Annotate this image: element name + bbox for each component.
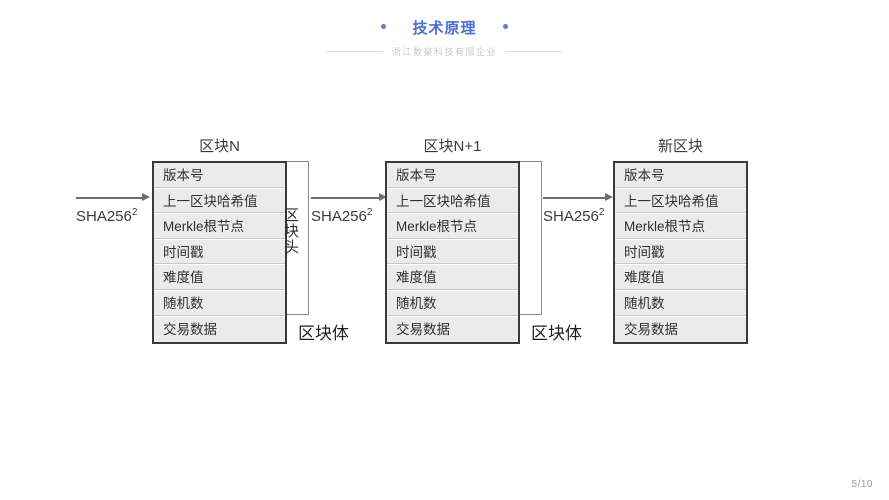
block-row[interactable]: Merkle根节点: [387, 214, 518, 240]
subtitle-row: 浙江数豪科技有限企业: [0, 45, 889, 58]
block-header-bracket-label-0: 区块头: [282, 207, 299, 255]
arrow-label-exponent: 2: [598, 207, 605, 218]
block-row[interactable]: 版本号: [615, 163, 746, 189]
block-header-bracket-0: [287, 161, 309, 315]
block-row[interactable]: 交易数据: [387, 316, 518, 343]
arrow-head-icon: [142, 193, 150, 202]
block-row[interactable]: 随机数: [154, 290, 285, 317]
arrow-label-exponent: 2: [366, 207, 373, 218]
block-title-1: 区块N+1: [423, 138, 482, 155]
block-card-2[interactable]: 新区块 版本号 上一区块哈希值 Merkle根节点 时间戳 难度值 随机数 交易…: [613, 138, 748, 345]
block-rows-1: 版本号 上一区块哈希值 Merkle根节点 时间戳 难度值 随机数 交易数据: [385, 161, 520, 345]
arrow-line: [543, 197, 605, 199]
subtitle-divider-left: [326, 51, 383, 52]
block-row[interactable]: 难度值: [615, 265, 746, 291]
block-row[interactable]: 时间戳: [154, 239, 285, 266]
arrow-label-text: SHA256: [543, 208, 599, 225]
block-row[interactable]: 上一区块哈希值: [154, 188, 285, 215]
block-rows-0: 版本号 上一区块哈希值 Merkle根节点 时间戳 难度值 随机数 交易数据: [152, 161, 287, 345]
block-row[interactable]: 版本号: [154, 163, 285, 189]
block-row[interactable]: 时间戳: [387, 239, 518, 266]
decor-dot-left-icon: [381, 23, 387, 29]
arrow-line: [76, 197, 142, 199]
block-row[interactable]: 交易数据: [154, 316, 285, 343]
block-row[interactable]: 随机数: [387, 290, 518, 317]
block-title-2: 新区块: [657, 138, 703, 155]
block-title-0: 区块N: [199, 138, 240, 155]
block-row[interactable]: Merkle根节点: [154, 214, 285, 240]
block-row[interactable]: 上一区块哈希值: [387, 188, 518, 215]
page-title: 技术原理: [412, 19, 477, 37]
block-row[interactable]: 随机数: [615, 290, 746, 317]
block-card-0[interactable]: 区块N 版本号 上一区块哈希值 Merkle根节点 时间戳 难度值 随机数 交易…: [152, 138, 287, 345]
arrow-label-0: SHA2562: [76, 207, 137, 225]
block-body-label-1: 区块体: [531, 324, 582, 343]
block-row[interactable]: 交易数据: [615, 316, 746, 343]
arrow-label-text: SHA256: [76, 208, 132, 225]
slide-header: 技术原理 浙江数豪科技有限企业: [0, 16, 889, 58]
arrow-label-1: SHA2562: [311, 207, 372, 225]
block-body-label-0: 区块体: [298, 324, 349, 343]
decor-dot-right-icon: [502, 23, 508, 29]
block-header-bracket-1: [520, 161, 542, 315]
page-number: 5/10: [851, 479, 873, 490]
arrow-label-text: SHA256: [311, 208, 367, 225]
page-subtitle: 浙江数豪科技有限企业: [391, 47, 497, 57]
block-row[interactable]: 难度值: [154, 265, 285, 291]
block-row[interactable]: Merkle根节点: [615, 214, 746, 240]
title-row: 技术原理: [0, 16, 889, 38]
arrow-label-exponent: 2: [131, 207, 138, 218]
block-card-1[interactable]: 区块N+1 版本号 上一区块哈希值 Merkle根节点 时间戳 难度值 随机数 …: [385, 138, 520, 345]
subtitle-divider-right: [506, 51, 562, 52]
arrow-head-icon: [379, 193, 387, 202]
block-row[interactable]: 上一区块哈希值: [615, 188, 746, 215]
arrow-label-2: SHA2562: [543, 207, 604, 225]
arrow-head-icon: [605, 193, 613, 202]
block-row[interactable]: 时间戳: [615, 239, 746, 266]
arrow-line: [311, 197, 379, 199]
block-rows-2: 版本号 上一区块哈希值 Merkle根节点 时间戳 难度值 随机数 交易数据: [613, 161, 748, 345]
block-row[interactable]: 难度值: [387, 265, 518, 291]
block-row[interactable]: 版本号: [387, 163, 518, 189]
